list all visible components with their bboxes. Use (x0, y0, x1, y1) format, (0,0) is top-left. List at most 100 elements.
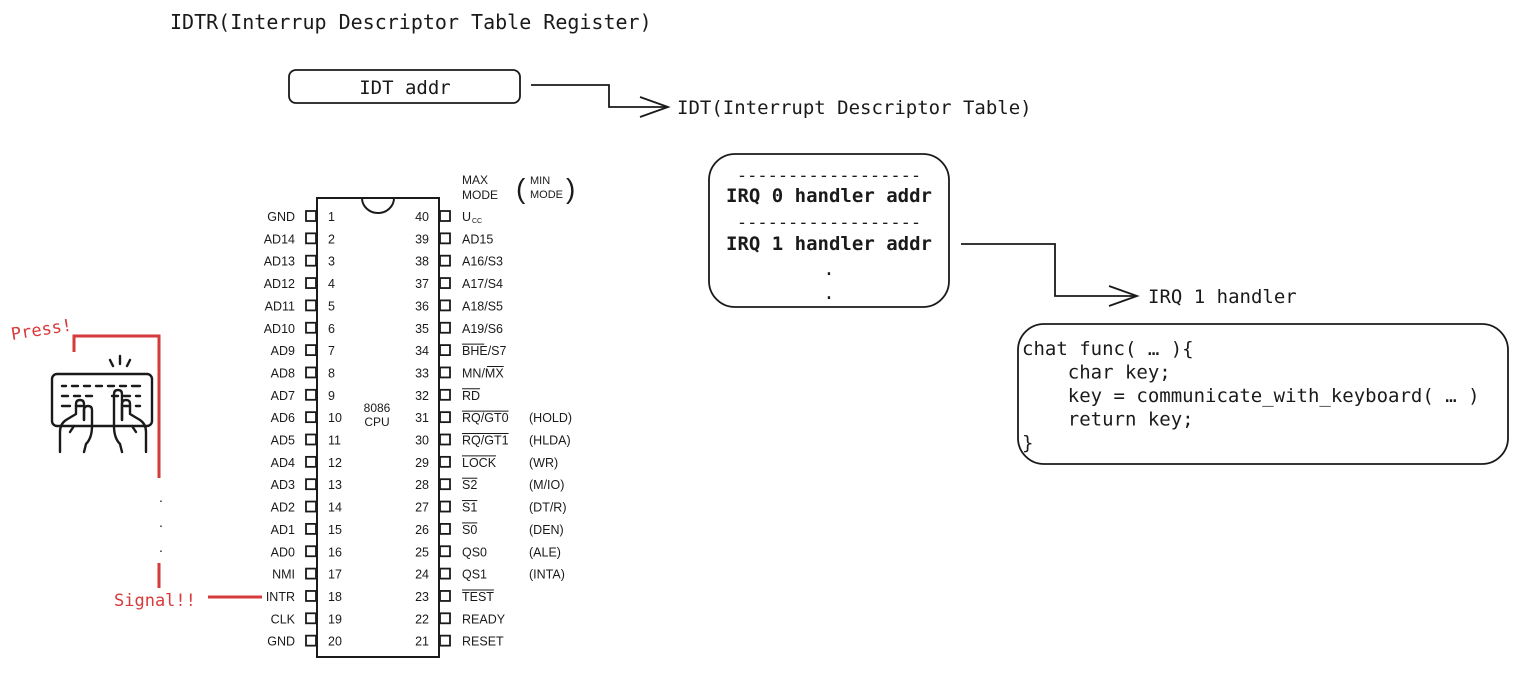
pin-number: 14 (328, 501, 342, 515)
pin-label: A16/S3 (462, 255, 503, 269)
pin-square (305, 567, 317, 580)
cpu-pin-34: 34 BHE/S7 (415, 343, 507, 358)
pin-min-mode-label: (DT/R) (529, 501, 567, 515)
pin-number: 36 (415, 299, 429, 313)
pin-number: 19 (328, 612, 342, 626)
code-line: return key; (1022, 409, 1194, 431)
min-mode-line2: MODE (530, 189, 563, 201)
signal-dot-3: . (159, 539, 163, 555)
pin-square (439, 634, 451, 647)
pin-label: AD1 (271, 523, 295, 537)
pin-square (305, 612, 317, 625)
pin-number: 31 (415, 411, 429, 425)
pin-label-subscript: CC (472, 218, 482, 225)
cpu-name-line1: 8086 (364, 401, 391, 415)
pin-label: RQ/GT1 (462, 434, 509, 448)
pin-number: 10 (328, 411, 342, 425)
pin-number: 34 (415, 344, 429, 358)
pin-number: 24 (415, 568, 429, 582)
pin-label: AD8 (271, 366, 295, 380)
pin-number: 20 (328, 635, 342, 649)
pin-square (439, 612, 451, 625)
cpu-pin-1: GND 1 (267, 210, 335, 224)
pin-number: 7 (328, 344, 335, 358)
pin-square (305, 321, 317, 334)
pin-number: 4 (328, 277, 335, 291)
pin-label: MN/MX (462, 366, 504, 380)
pin-square (305, 433, 317, 446)
pin-number: 35 (415, 322, 429, 336)
code-line: char key; (1022, 362, 1171, 384)
pin-label: BHE/S7 (462, 344, 507, 358)
pin-square (439, 210, 451, 222)
pin-number: 23 (415, 590, 429, 604)
cpu-pin-2: AD14 2 (264, 232, 335, 246)
max-mode-line1: MAX (462, 173, 488, 187)
pin-number: 1 (328, 210, 335, 224)
pin-label: LOCK (462, 456, 497, 470)
pin-min-mode-label: (INTA) (529, 568, 565, 582)
keyboard-hands-icon (50, 354, 154, 454)
pin-square (439, 523, 451, 535)
pin-label: NMI (272, 568, 295, 582)
pin-label: AD5 (271, 434, 295, 448)
pin-number: 37 (415, 277, 429, 291)
cpu-chip: 8086 CPU (316, 197, 440, 658)
pin-label: RESET (462, 635, 504, 649)
pin-number: 2 (328, 232, 335, 246)
pin-square (439, 567, 451, 580)
idtr-box: IDT addr (288, 69, 521, 104)
idt-divider-top: ------------------ (737, 166, 921, 186)
pin-label: AD11 (265, 299, 295, 313)
pin-label: AD3 (271, 478, 295, 492)
pin-number: 40 (415, 210, 429, 224)
pin-label: AD0 (271, 545, 295, 559)
pin-square (439, 254, 451, 267)
pin-label: RQ/GT0 (462, 411, 509, 425)
pin-number: 28 (415, 478, 429, 492)
pin-square (439, 344, 451, 357)
pin-label: AD2 (271, 501, 295, 515)
pin-square (305, 232, 317, 245)
pin-label: AD14 (264, 232, 295, 246)
pin-number: 5 (328, 299, 335, 313)
pin-square (439, 433, 451, 446)
min-mode-paren-open: ( (516, 173, 526, 204)
pin-square (439, 478, 451, 491)
cpu-pin-16: AD0 16 (271, 545, 342, 559)
idt-entry-irq0: IRQ 0 handler addr (726, 185, 932, 207)
code-line: } (1022, 432, 1033, 454)
pin-label: S2 (462, 478, 477, 492)
pin-label: AD4 (271, 456, 295, 470)
signal-dot-1: . (159, 489, 163, 505)
pin-label: AD7 (271, 389, 295, 403)
cpu-name-line2: CPU (364, 415, 389, 429)
idt-divider-mid: ------------------ (737, 213, 921, 233)
pin-number: 16 (328, 545, 342, 559)
pin-number: 18 (328, 590, 342, 604)
pin-label: GND (267, 210, 295, 224)
min-mode-paren-close: ) (566, 173, 575, 204)
pin-square (305, 590, 317, 602)
idtr-box-label: IDT addr (359, 77, 451, 99)
pin-number: 15 (328, 523, 342, 537)
code-line: key = communicate_with_keyboard( … ) (1022, 385, 1480, 407)
pin-square (305, 344, 317, 357)
pin-square (305, 277, 317, 289)
pin-number: 25 (415, 545, 429, 559)
pin-square (305, 500, 317, 513)
